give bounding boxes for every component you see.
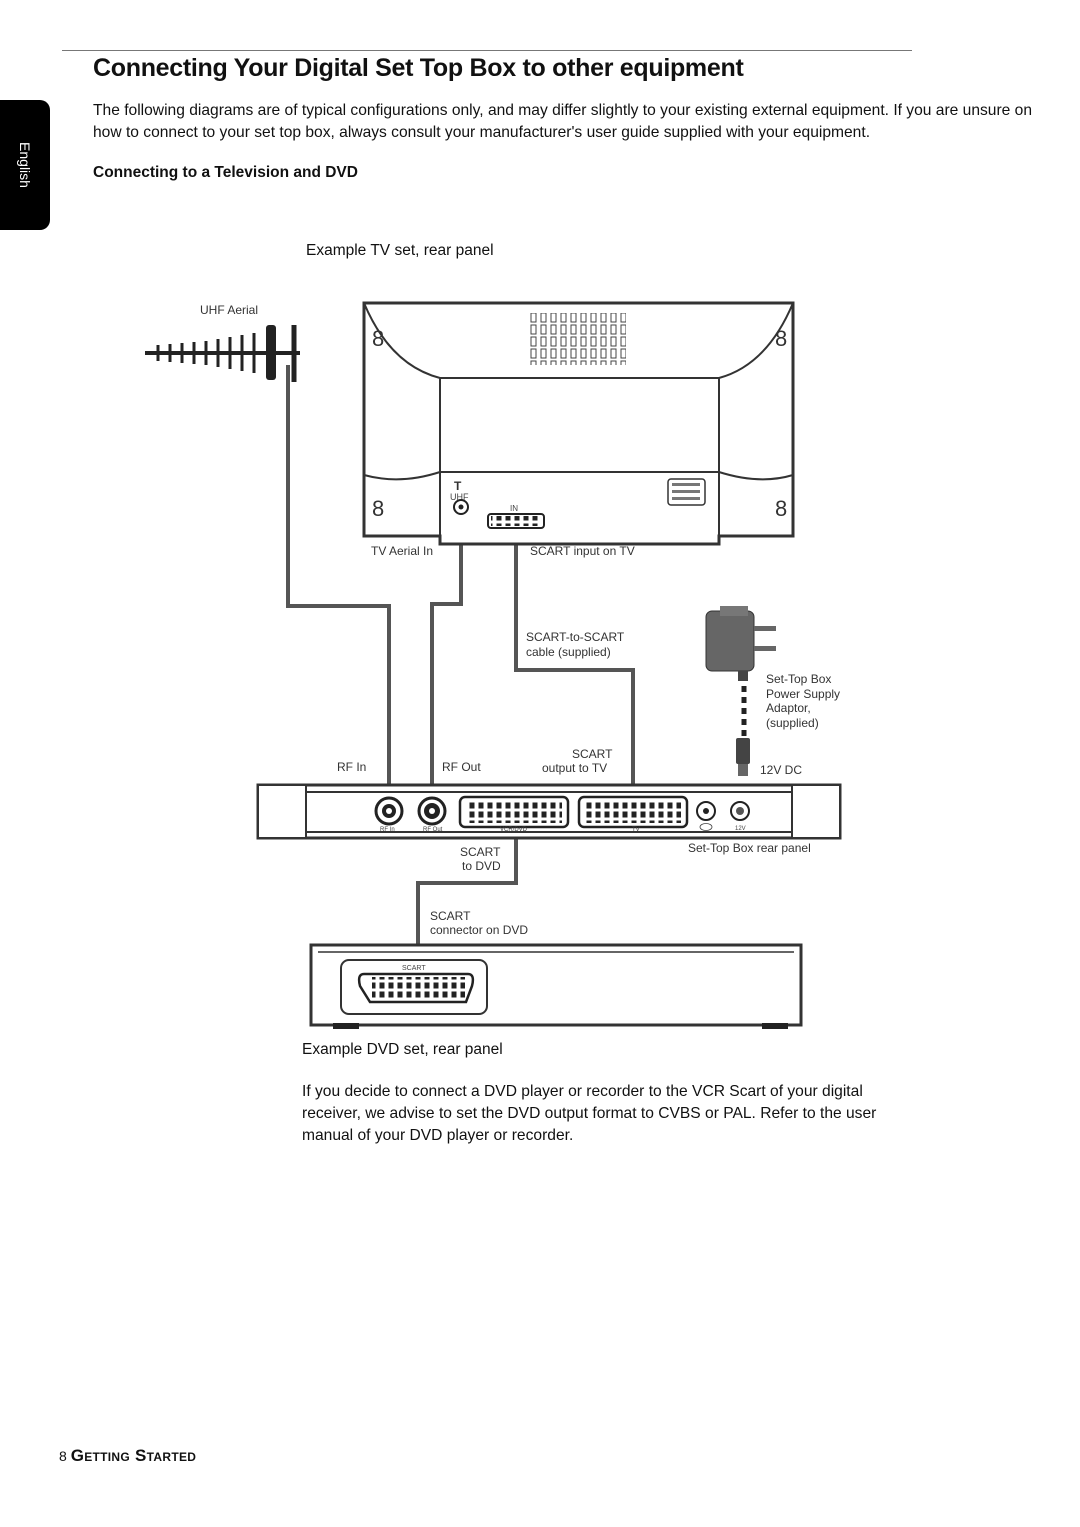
intro-paragraph: The following diagrams are of typical co… <box>93 102 1033 141</box>
page-title: Connecting Your Digital Set Top Box to o… <box>93 54 744 82</box>
dvd-scart-label: SCART <box>402 965 426 972</box>
psu-label-3: Adaptor, <box>766 701 811 715</box>
rf-cable <box>430 510 463 795</box>
dvd-rear-panel: SCART <box>309 943 803 1029</box>
tv-caption: Example TV set, rear panel <box>306 242 494 259</box>
section-heading: Connecting to a Television and DVD <box>93 164 358 181</box>
scart-tv-cable <box>514 528 635 797</box>
stb-small-tv: TV <box>632 827 640 833</box>
psu-label-1: Set-Top Box <box>766 672 831 686</box>
tv-aerial-in-label: TV Aerial In <box>371 544 433 558</box>
cables <box>286 365 747 957</box>
tv-uhf-label: UHF <box>450 492 469 502</box>
scart-dvd-label-1: SCART <box>460 845 501 859</box>
svg-text:8: 8 <box>372 326 384 351</box>
psu-label-2: Power Supply <box>766 687 840 701</box>
svg-text:8: 8 <box>775 326 787 351</box>
aerial-cable <box>286 365 391 795</box>
stb-small-rf-out: RF Out <box>423 827 443 833</box>
rf-out-label: RF Out <box>442 760 481 774</box>
stb-rear-panel-label: Set-Top Box rear panel <box>688 841 811 855</box>
dvd-note: If you decide to connect a DVD player or… <box>302 1083 877 1144</box>
dvd-caption: Example DVD set, rear panel <box>302 1041 503 1058</box>
rf-in-label: RF In <box>337 760 366 774</box>
tv-vents <box>530 313 626 365</box>
scart-input-tv-label: SCART input on TV <box>530 544 635 558</box>
page-number: 8 <box>59 1448 67 1464</box>
scart-dvd-cable <box>416 838 518 957</box>
set-top-box-rear-panel: RF In RF Out VCR/DVD TV 12V <box>256 783 842 840</box>
scart-out-label-2: output to TV <box>542 761 607 775</box>
svg-text:8: 8 <box>372 496 384 521</box>
uhf-aerial-label: UHF Aerial <box>200 303 258 317</box>
stb-small-vcr: VCR/DVD <box>500 827 528 833</box>
language-tab: English <box>0 100 50 230</box>
uhf-aerial <box>145 325 300 382</box>
stb-small-12v: 12V <box>735 826 746 832</box>
page-footer: 8 Getting Started <box>59 1446 196 1466</box>
tv-in-label: IN <box>510 504 518 513</box>
scart-out-label-1: SCART <box>572 747 613 761</box>
header-rule <box>62 50 912 51</box>
power-adaptor <box>705 606 776 776</box>
scart-cable-label-1: SCART-to-SCART <box>526 630 625 644</box>
scart-cable-label-2: cable (supplied) <box>526 645 611 659</box>
section-name: Getting Started <box>70 1446 197 1465</box>
tv-rear-panel: 8 8 8 8 T UHF IN <box>362 301 795 546</box>
stb-small-rf-in: RF In <box>380 827 395 833</box>
dc-label: 12V DC <box>760 763 802 777</box>
scart-dvd-label-2: to DVD <box>462 859 501 873</box>
scart-conn-label-1: SCART <box>430 909 471 923</box>
scart-conn-label-2: connector on DVD <box>430 923 528 937</box>
svg-text:8: 8 <box>775 496 787 521</box>
svg-text:T: T <box>454 479 462 493</box>
psu-label-4: (supplied) <box>766 716 819 730</box>
